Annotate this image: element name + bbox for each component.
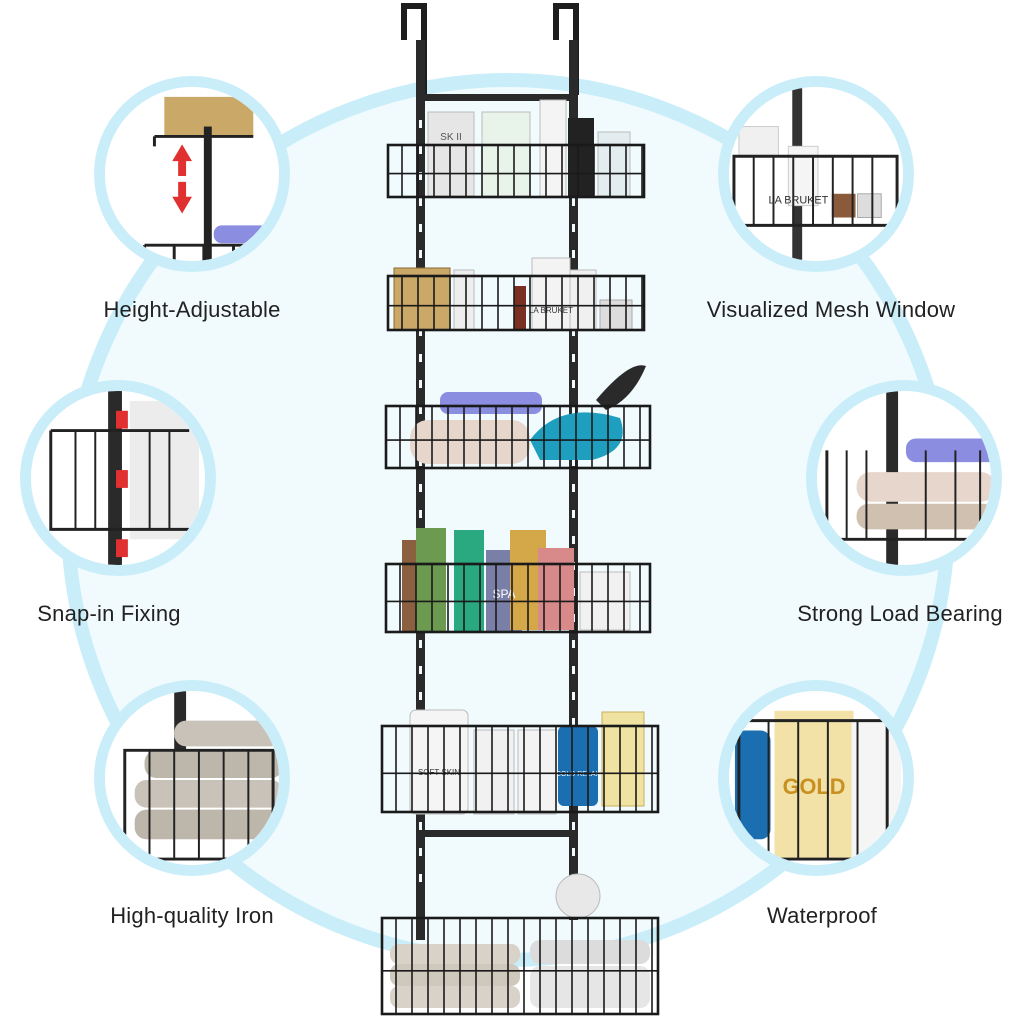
rack-slot (572, 484, 575, 492)
rack-slot (572, 198, 575, 206)
feature-label-load: Strong Load Bearing (797, 601, 1003, 626)
rack-slot (572, 406, 575, 414)
rack-crossbar-bottom (424, 830, 571, 837)
rack-slot (572, 692, 575, 700)
rack-slot (572, 848, 575, 856)
feature-label-iron: High-quality Iron (110, 903, 274, 928)
rack-slot (419, 120, 422, 128)
rack-slot (419, 848, 422, 856)
rack-slot (572, 380, 575, 388)
wire-basket (386, 274, 646, 332)
feature-label-mesh: Visualized Mesh Window (706, 297, 956, 322)
rack-slot (572, 354, 575, 362)
waterproof-icon: GOLD (718, 680, 914, 876)
mesh-window-icon: LA BRUKET (718, 76, 914, 272)
rack-upright-right (569, 40, 578, 920)
rack-slot (572, 250, 575, 258)
rack-slot (572, 328, 575, 336)
rack-slot (572, 224, 575, 232)
rack-slot (419, 406, 422, 414)
wire-basket (386, 143, 646, 199)
rack-slot (572, 718, 575, 726)
label-sk2: SK II (440, 132, 462, 143)
wire-basket (380, 724, 660, 814)
rack-slot (419, 380, 422, 388)
rack-slot (572, 536, 575, 544)
wire-basket (384, 562, 652, 634)
rack-slot (419, 198, 422, 206)
label-cold: COLD RELAX (556, 771, 601, 778)
waterproof-label-gold: GOLD (783, 774, 846, 799)
rack-slot (572, 666, 575, 674)
rack-slot (419, 146, 422, 154)
rack-slot (572, 640, 575, 648)
rack-slot (572, 458, 575, 466)
rack-slot (419, 822, 422, 830)
rack-slot (419, 172, 422, 180)
rack-slot (572, 822, 575, 830)
rack-slot (419, 250, 422, 258)
feature-label-snap: Snap-in Fixing (37, 601, 181, 626)
label-spa: SPA (492, 587, 515, 601)
rack-slot (419, 354, 422, 362)
rack-slot (419, 640, 422, 648)
rack-slot (419, 666, 422, 674)
feature-label-height: Height-Adjustable (103, 297, 281, 322)
iron-basket-icon (94, 680, 290, 876)
wire-basket (384, 404, 652, 470)
rack-crossbar-top (424, 94, 571, 101)
rack-slot (419, 510, 422, 518)
load-bearing-icon (806, 380, 1002, 576)
rack-slot (419, 484, 422, 492)
feature-label-water: Waterproof (766, 903, 878, 928)
wire-basket (380, 916, 660, 1016)
rack-slot (419, 692, 422, 700)
height-adjust-icon (94, 76, 290, 272)
label-labruket: LA BRUKET (529, 306, 573, 315)
snap-in-icon (20, 380, 216, 576)
rack-slot (572, 510, 575, 518)
rack-slot (419, 328, 422, 336)
rack-slot (419, 874, 422, 882)
rack-slot (419, 224, 422, 232)
mesh-label-labruket: LA BRUKET (769, 195, 829, 207)
